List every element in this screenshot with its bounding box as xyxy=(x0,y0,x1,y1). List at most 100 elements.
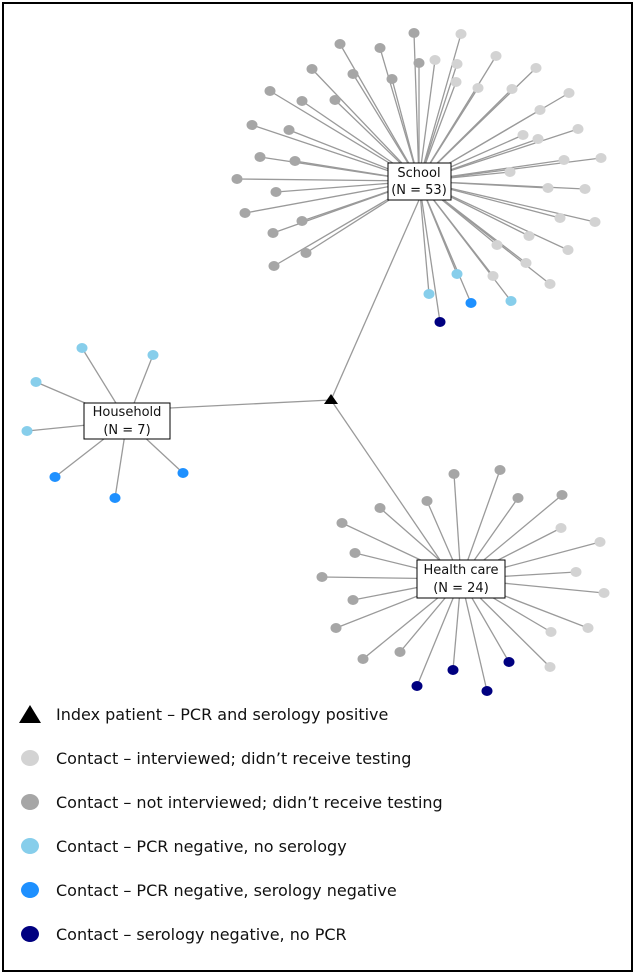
light-gray-dot-icon xyxy=(21,750,39,766)
school-contact-node-interviewed-no-test xyxy=(487,271,499,281)
healthcare-hub: Health care (N = 24) xyxy=(416,559,506,599)
school-contact-edge xyxy=(339,43,420,182)
school-contact-node-not-interviewed-no-test xyxy=(231,174,243,184)
school-hub: School (N = 53) xyxy=(387,162,452,201)
healthcare-contact-node-serology-neg-no-pcr xyxy=(481,686,493,696)
school-contact-edge xyxy=(418,180,512,302)
legend-item-serology-neg-no-pcr: Contact – serology negative, no PCR xyxy=(18,912,618,956)
household-contact-node-pcr-neg-no-serology xyxy=(21,426,33,436)
school-contact-node-interviewed-no-test xyxy=(491,240,503,250)
healthcare-contact-node-interviewed-no-test xyxy=(582,623,594,633)
school-contact-edge xyxy=(413,32,420,182)
legend: Index patient – PCR and serology positiv… xyxy=(18,692,618,956)
school-contact-node-not-interviewed-no-test xyxy=(296,96,308,106)
healthcare-contact-node-not-interviewed-no-test xyxy=(347,595,359,605)
school-contact-node-not-interviewed-no-test xyxy=(306,64,318,74)
school-contact-node-not-interviewed-no-test xyxy=(334,39,346,49)
healthcare-contact-node-interviewed-no-test xyxy=(555,523,567,533)
household-index-edge xyxy=(169,399,332,409)
healthcare-contact-node-interviewed-no-test xyxy=(570,567,582,577)
legend-label: Contact – PCR negative, no serology xyxy=(56,836,347,856)
navy-dot-icon xyxy=(21,926,39,942)
household-hub-name: Household xyxy=(93,405,162,420)
healthcare-contact-node-not-interviewed-no-test xyxy=(336,518,348,528)
healthcare-contact-node-not-interviewed-no-test xyxy=(512,493,524,503)
healthcare-index-edge xyxy=(330,399,441,561)
healthcare-contact-node-serology-neg-no-pcr xyxy=(447,665,459,675)
household-contact-node-pcr-neg-no-serology xyxy=(76,343,88,353)
index-patient-node xyxy=(324,394,338,404)
legend-item-interviewed-no-test: Contact – interviewed; didn’t receive te… xyxy=(18,736,618,780)
school-contact-edge xyxy=(418,59,436,182)
healthcare-contact-node-not-interviewed-no-test xyxy=(357,654,369,664)
healthcare-contact-node-not-interviewed-no-test xyxy=(330,623,342,633)
healthcare-contact-node-interviewed-no-test xyxy=(544,662,556,672)
school-contact-node-interviewed-no-test xyxy=(572,124,584,134)
school-contact-node-interviewed-no-test xyxy=(532,134,544,144)
school-contact-node-interviewed-no-test xyxy=(558,155,570,165)
household-contact-node-pcr-neg-no-serology xyxy=(30,377,42,387)
healthcare-contact-node-not-interviewed-no-test xyxy=(374,503,386,513)
school-contact-node-interviewed-no-test xyxy=(563,88,575,98)
school-contact-node-not-interviewed-no-test xyxy=(254,152,266,162)
school-contact-node-not-interviewed-no-test xyxy=(386,74,398,84)
healthcare-contact-node-interviewed-no-test xyxy=(545,627,557,637)
healthcare-contact-node-not-interviewed-no-test xyxy=(421,496,433,506)
school-contact-node-not-interviewed-no-test xyxy=(408,28,420,38)
healthcare-contact-node-not-interviewed-no-test xyxy=(316,572,328,582)
school-contact-edge xyxy=(418,33,462,182)
school-contact-node-interviewed-no-test xyxy=(534,105,546,115)
school-contact-node-interviewed-no-test xyxy=(429,55,441,65)
healthcare-contact-node-interviewed-no-test xyxy=(594,537,606,547)
school-contact-node-not-interviewed-no-test xyxy=(413,58,425,68)
school-contact-node-not-interviewed-no-test xyxy=(289,156,301,166)
legend-item-not-interviewed-no-test: Contact – not interviewed; didn’t receiv… xyxy=(18,780,618,824)
school-contact-node-not-interviewed-no-test xyxy=(270,187,282,197)
school-index-edge xyxy=(330,199,420,401)
school-contact-node-interviewed-no-test xyxy=(520,258,532,268)
school-contact-node-not-interviewed-no-test xyxy=(246,120,258,130)
school-contact-node-not-interviewed-no-test xyxy=(300,248,312,258)
school-contact-node-interviewed-no-test xyxy=(542,183,554,193)
network-edges xyxy=(26,32,605,692)
school-contact-node-interviewed-no-test xyxy=(554,213,566,223)
healthcare-contact-node-interviewed-no-test xyxy=(598,588,610,598)
school-contact-node-not-interviewed-no-test xyxy=(329,95,341,105)
contact-nodes xyxy=(21,28,610,696)
blue-dot-icon xyxy=(21,882,39,898)
healthcare-contact-node-serology-neg-no-pcr xyxy=(503,657,515,667)
legend-item-pcr-neg-no-serology: Contact – PCR negative, no serology xyxy=(18,824,618,868)
school-contact-node-interviewed-no-test xyxy=(490,51,502,61)
school-hub-name: School xyxy=(397,166,440,181)
school-contact-node-pcr-neg-serology-neg xyxy=(465,298,477,308)
legend-label: Index patient – PCR and serology positiv… xyxy=(56,704,389,724)
household-hub-count: (N = 7) xyxy=(103,423,150,438)
healthcare-contact-node-not-interviewed-no-test xyxy=(556,490,568,500)
school-contact-node-not-interviewed-no-test xyxy=(267,228,279,238)
school-contact-node-not-interviewed-no-test xyxy=(374,43,386,53)
gray-dot-icon xyxy=(21,794,39,810)
school-contact-node-not-interviewed-no-test xyxy=(268,261,280,271)
school-contact-node-interviewed-no-test xyxy=(455,29,467,39)
school-contact-node-interviewed-no-test xyxy=(595,153,607,163)
school-contact-node-serology-neg-no-pcr xyxy=(434,317,446,327)
healthcare-hub-count: (N = 24) xyxy=(433,581,489,596)
triangle-icon xyxy=(19,705,41,723)
legend-label: Contact – PCR negative, serology negativ… xyxy=(56,880,397,900)
legend-label: Contact – not interviewed; didn’t receiv… xyxy=(56,792,443,812)
school-contact-node-interviewed-no-test xyxy=(530,63,542,73)
school-contact-node-pcr-neg-no-serology xyxy=(423,289,435,299)
healthcare-hub-name: Health care xyxy=(424,563,499,578)
school-contact-node-interviewed-no-test xyxy=(579,184,591,194)
legend-item-pcr-neg-serology-neg: Contact – PCR negative, serology negativ… xyxy=(18,868,618,912)
school-hub-count: (N = 53) xyxy=(391,183,447,198)
school-contact-node-not-interviewed-no-test xyxy=(239,208,251,218)
school-contact-node-interviewed-no-test xyxy=(450,77,462,87)
school-contact-node-interviewed-no-test xyxy=(504,167,516,177)
school-contact-node-interviewed-no-test xyxy=(589,217,601,227)
healthcare-contact-node-serology-neg-no-pcr xyxy=(411,681,423,691)
school-contact-node-not-interviewed-no-test xyxy=(264,86,276,96)
school-contact-node-interviewed-no-test xyxy=(451,59,463,69)
